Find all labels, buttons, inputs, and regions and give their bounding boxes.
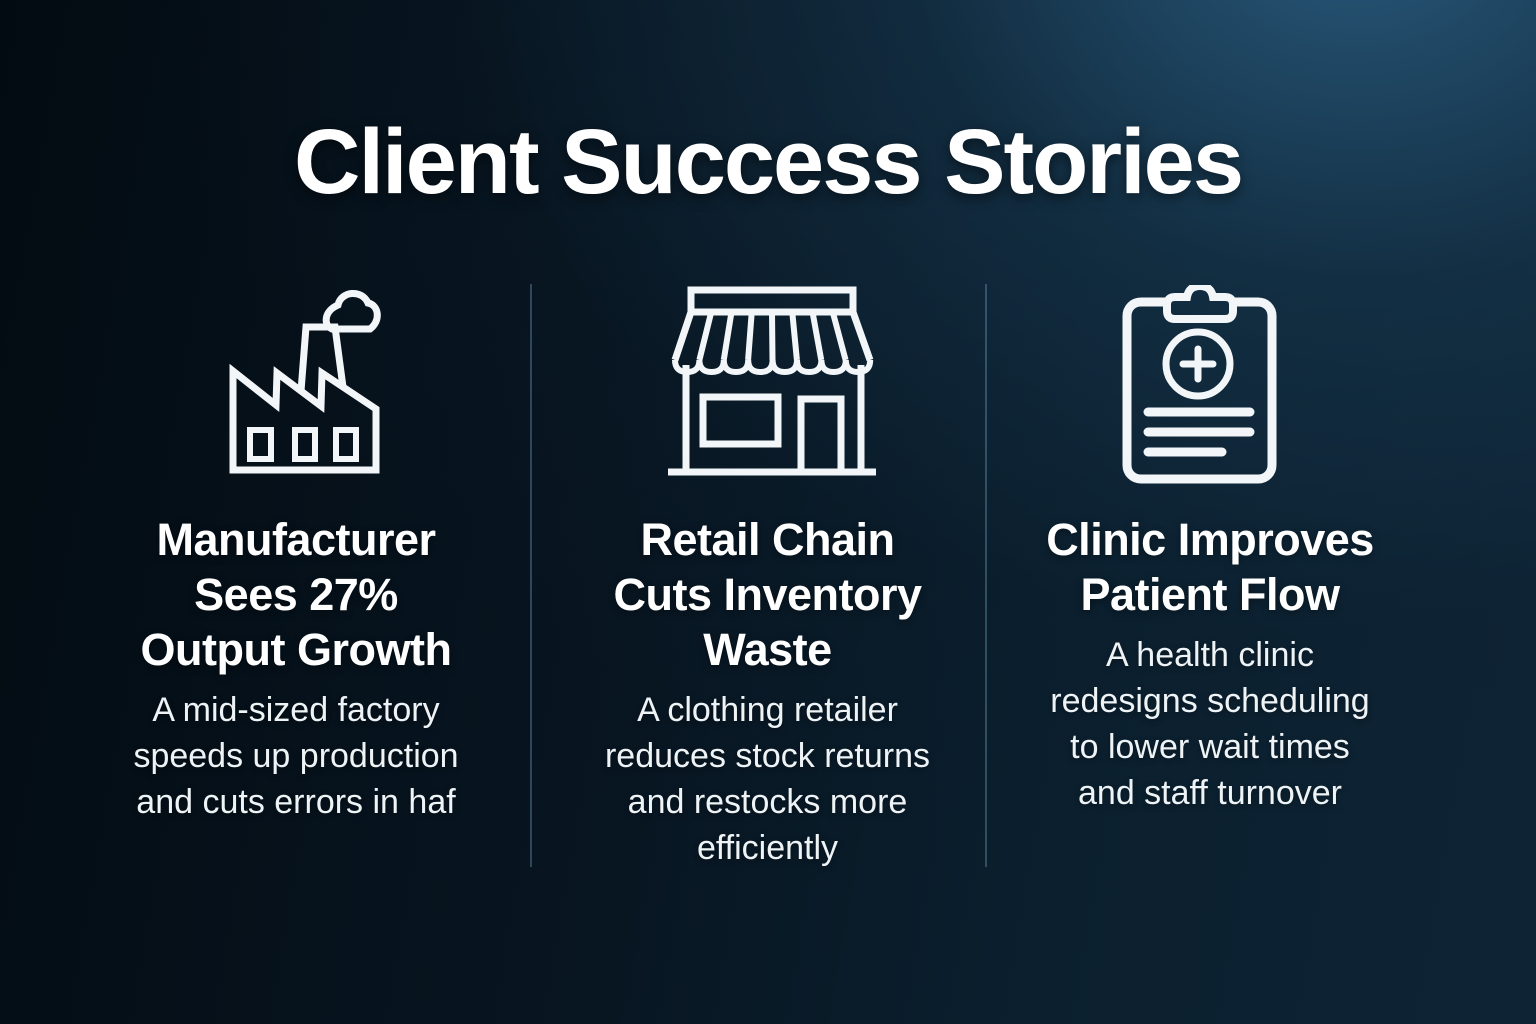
store-walls [682, 365, 864, 472]
medical-clipboard-icon [1122, 285, 1290, 490]
column-divider [985, 284, 987, 867]
factory-building [229, 363, 380, 474]
story-column-retail: Retail Chain Cuts Inventory Waste A clot… [545, 285, 990, 871]
factory-window [247, 427, 274, 462]
story-description: A health clinic redesigns scheduling to … [1050, 636, 1370, 812]
factory-window [292, 427, 318, 462]
factory-chimney [297, 323, 347, 392]
column-divider [530, 284, 532, 867]
awning-sides [671, 310, 873, 362]
page-title: Client Success Stories [294, 111, 1244, 213]
storefront-icon [659, 285, 877, 490]
store-sign [687, 286, 856, 316]
awning-stripes [695, 311, 848, 361]
medical-cross-circle [1162, 328, 1234, 400]
story-description: A clothing retailer reduces stock return… [604, 691, 931, 867]
factory-window [333, 427, 359, 462]
story-heading: Retail Chain Cuts Inventory Waste [613, 514, 922, 675]
smoke-cloud [322, 290, 381, 333]
store-window [699, 393, 781, 448]
awning-scallops [671, 359, 873, 376]
clipboard-text-lines [1143, 407, 1255, 457]
factory-icon [216, 285, 381, 490]
clipboard-board [1122, 297, 1277, 484]
story-heading: Manufacturer Sees 27% Output Growth [140, 514, 452, 675]
medical-cross [1179, 345, 1217, 383]
store-door [797, 395, 844, 472]
clipboard-clip [1163, 285, 1237, 323]
story-column-manufacturer: Manufacturer Sees 27% Output Growth A mi… [60, 285, 532, 825]
story-description: A mid-sized factory speeds up production… [133, 691, 459, 821]
story-heading: Clinic Improves Patient Flow [1046, 514, 1374, 620]
story-column-clinic: Clinic Improves Patient Flow A health cl… [990, 285, 1430, 816]
